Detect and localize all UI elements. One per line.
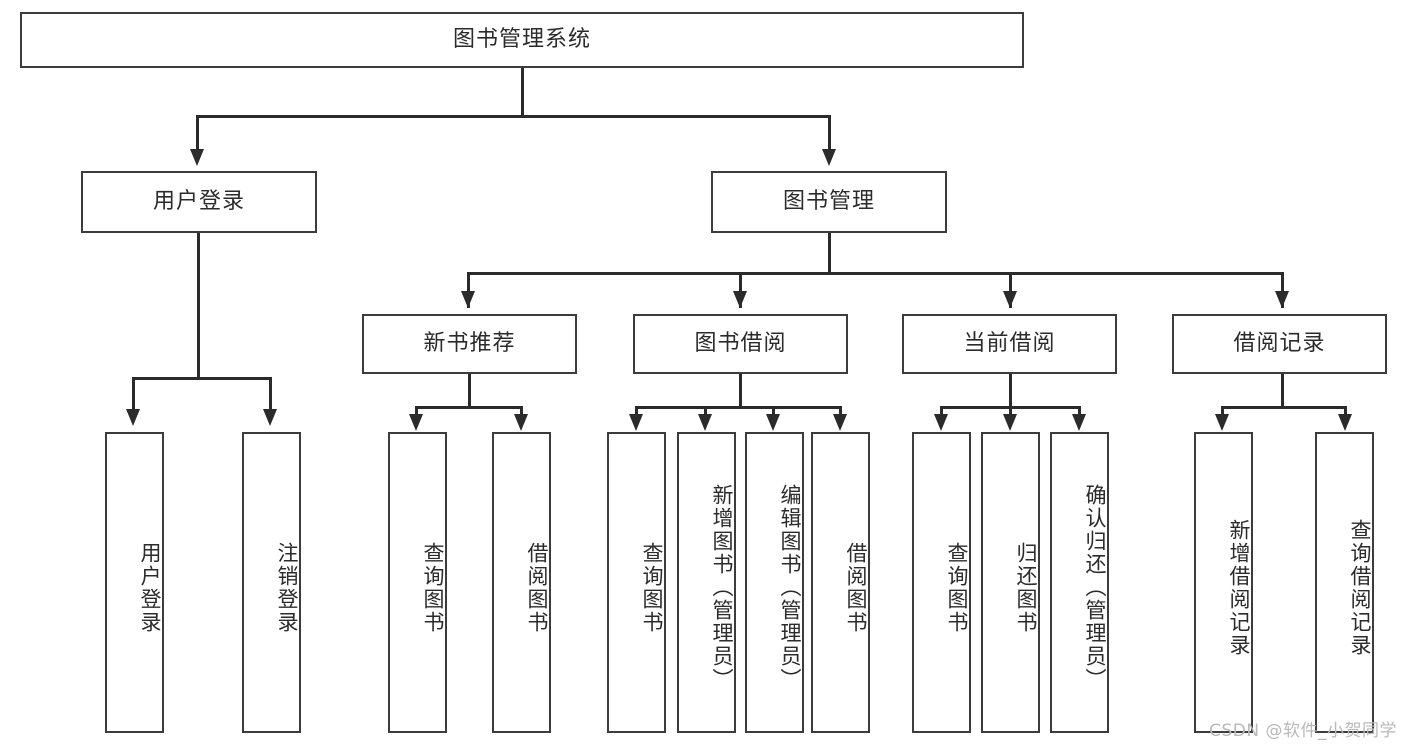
leaf-node-query-record[interactable]: 查询借阅记录 bbox=[1315, 432, 1374, 733]
arrowhead-leaf-confirm-return bbox=[1072, 414, 1086, 431]
connector-bb-stem bbox=[739, 374, 742, 408]
leaf-node-confirm-return[interactable]: 确认归还（管理员） bbox=[1050, 432, 1109, 733]
node-label: 编辑图书（管理员） bbox=[778, 484, 802, 691]
leaf-node-query-book-1[interactable]: 查询图书 bbox=[388, 432, 447, 733]
node-label: 查询图书 bbox=[945, 541, 969, 634]
node-label: 查询借阅记录 bbox=[1348, 518, 1372, 657]
leaf-node-return-book[interactable]: 归还图书 bbox=[981, 432, 1040, 733]
node-borrow-record[interactable]: 借阅记录 bbox=[1172, 314, 1387, 374]
node-user-login[interactable]: 用户登录 bbox=[81, 171, 317, 233]
leaf-node-edit-book[interactable]: 编辑图书（管理员） bbox=[745, 432, 804, 733]
leaf-node-add-book[interactable]: 新增图书（管理员） bbox=[677, 432, 736, 733]
node-label: 归还图书 bbox=[1014, 541, 1038, 634]
connector-bb-drop-2 bbox=[704, 406, 707, 418]
leaf-node-query-book-3[interactable]: 查询图书 bbox=[912, 432, 971, 733]
node-label: 新书推荐 bbox=[423, 330, 516, 356]
arrowhead-book-borrow bbox=[733, 291, 747, 308]
connector-cb-drop-2 bbox=[1009, 406, 1012, 418]
connector-br-bus bbox=[1222, 406, 1346, 409]
connector-nbr-stem bbox=[468, 374, 471, 408]
node-label: 借阅图书 bbox=[844, 541, 868, 634]
connector-root-stem bbox=[521, 68, 524, 116]
connector-root-to-book-manage bbox=[828, 115, 831, 151]
node-label: 借阅图书 bbox=[525, 541, 549, 634]
node-label: 新增借阅记录 bbox=[1227, 518, 1251, 657]
connector-bb-drop-4 bbox=[839, 406, 842, 418]
connector-user-login-stem bbox=[197, 233, 200, 379]
node-label: 确认归还（管理员） bbox=[1083, 484, 1107, 691]
leaf-node-borrow-book-1[interactable]: 借阅图书 bbox=[492, 432, 551, 733]
node-label: 当前借阅 bbox=[963, 330, 1056, 356]
arrowhead-user-login bbox=[190, 149, 204, 166]
arrowhead-borrow-record bbox=[1275, 291, 1289, 308]
node-book-borrow[interactable]: 图书借阅 bbox=[633, 314, 848, 374]
node-current-borrow[interactable]: 当前借阅 bbox=[902, 314, 1117, 374]
arrowhead-leaf-query-record bbox=[1338, 414, 1352, 431]
node-label: 借阅记录 bbox=[1233, 330, 1326, 356]
connector-book-manage-stem bbox=[828, 233, 831, 273]
connector-nbr-drop-2 bbox=[520, 406, 523, 418]
arrowhead-leaf-query-book-2 bbox=[629, 414, 643, 431]
arrowhead-new-book-rec bbox=[461, 291, 475, 308]
arrowhead-leaf-borrow-book-2 bbox=[833, 414, 847, 431]
node-label: 图书管理 bbox=[782, 188, 875, 214]
node-label: 用户登录 bbox=[138, 541, 162, 634]
connector-user-login-drop-1 bbox=[132, 377, 135, 411]
connector-nbr-drop-1 bbox=[415, 406, 418, 418]
connector-cb-drop-1 bbox=[940, 406, 943, 418]
connector-bb-drop-1 bbox=[635, 406, 638, 418]
arrowhead-leaf-edit-book bbox=[766, 414, 780, 431]
node-label: 查询图书 bbox=[421, 541, 445, 634]
watermark-text: CSDN @软件_小贺同学 bbox=[1209, 721, 1397, 741]
connector-bm-drop-3 bbox=[1009, 272, 1012, 308]
arrowhead-leaf-add-record bbox=[1215, 414, 1229, 431]
connector-cb-stem bbox=[1009, 374, 1012, 408]
node-new-book-rec[interactable]: 新书推荐 bbox=[362, 314, 577, 374]
leaf-node-borrow-book-2[interactable]: 借阅图书 bbox=[811, 432, 870, 733]
leaf-node-add-record[interactable]: 新增借阅记录 bbox=[1194, 432, 1253, 733]
connector-bb-drop-3 bbox=[772, 406, 775, 418]
connector-bb-bus bbox=[636, 406, 842, 409]
connector-bm-drop-4 bbox=[1281, 272, 1284, 308]
connector-cb-drop-3 bbox=[1078, 406, 1081, 418]
leaf-node-user-login[interactable]: 用户登录 bbox=[105, 432, 164, 733]
leaf-node-logout[interactable]: 注销登录 bbox=[242, 432, 301, 733]
connector-book-manage-bus bbox=[468, 272, 1283, 275]
connector-br-drop-2 bbox=[1344, 406, 1347, 418]
connector-user-login-drop-2 bbox=[269, 377, 272, 411]
connector-bm-drop-2 bbox=[739, 272, 742, 308]
arrowhead-leaf-logout bbox=[263, 409, 277, 426]
arrowhead-leaf-return-book bbox=[1003, 414, 1017, 431]
connector-user-login-bus bbox=[133, 377, 270, 380]
arrowhead-book-manage bbox=[822, 149, 836, 166]
connector-br-drop-1 bbox=[1221, 406, 1224, 418]
connector-nbr-bus bbox=[416, 406, 522, 409]
arrowhead-current-borrow bbox=[1003, 291, 1017, 308]
node-label: 图书管理系统 bbox=[452, 26, 591, 52]
node-label: 新增图书（管理员） bbox=[710, 484, 734, 691]
node-label: 图书借阅 bbox=[694, 330, 787, 356]
connector-bm-drop-1 bbox=[467, 272, 470, 308]
node-label: 注销登录 bbox=[275, 541, 299, 634]
arrowhead-leaf-user-login bbox=[126, 409, 140, 426]
arrowhead-leaf-add-book bbox=[698, 414, 712, 431]
node-root-system[interactable]: 图书管理系统 bbox=[20, 12, 1024, 68]
connector-root-bus bbox=[197, 115, 831, 118]
node-book-manage[interactable]: 图书管理 bbox=[711, 171, 947, 233]
arrowhead-leaf-query-book-3 bbox=[934, 414, 948, 431]
arrowhead-leaf-query-book-1 bbox=[409, 414, 423, 431]
connector-root-to-user-login bbox=[196, 115, 199, 151]
leaf-node-query-book-2[interactable]: 查询图书 bbox=[607, 432, 666, 733]
node-label: 用户登录 bbox=[152, 188, 245, 214]
arrowhead-leaf-borrow-book-1 bbox=[514, 414, 528, 431]
connector-br-stem bbox=[1281, 374, 1284, 408]
node-label: 查询图书 bbox=[640, 541, 664, 634]
